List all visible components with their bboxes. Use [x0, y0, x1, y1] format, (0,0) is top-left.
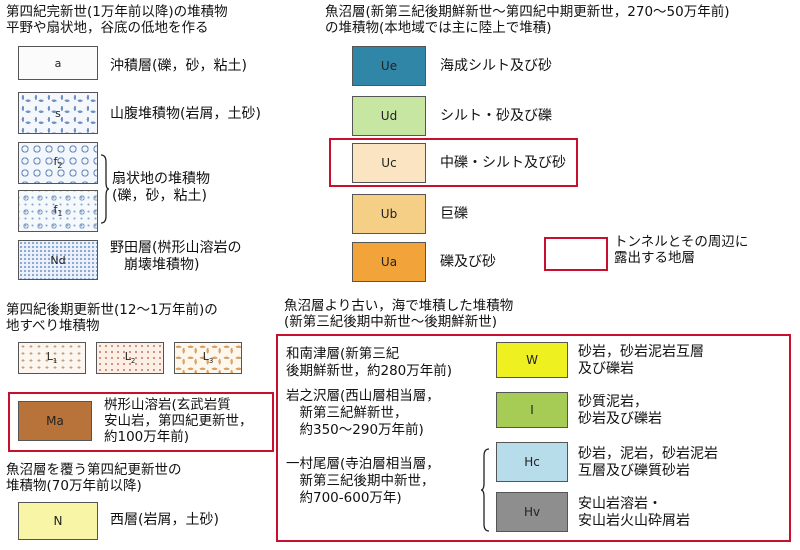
- label-nd: 野田層(桝形山溶岩の 崩壊堆積物): [110, 240, 242, 273]
- label-hc: 砂岩，泥岩，砂岩泥岩 互層及び礫質砂岩: [578, 446, 718, 479]
- marine-heading: 魚沼層より古い，海で堆積した堆積物 (新第三紀後期中新世～後期鮮新世): [284, 298, 514, 330]
- label-s: 山腹堆積物(岩屑，土砂): [110, 106, 261, 122]
- swatch-uc: Uc: [352, 143, 426, 183]
- swatch-hv: Hv: [496, 492, 568, 532]
- swatch-f2-code: f2: [53, 155, 63, 171]
- highlight-box-ma: [8, 392, 274, 452]
- fan-brace: [100, 154, 110, 224]
- swatch-i-code: I: [530, 403, 534, 417]
- label-uc: 中礫・シルト及び砂: [440, 155, 566, 171]
- label-i: 砂質泥岩， 砂岩及び礫岩: [578, 394, 662, 427]
- swatch-ua: Ua: [352, 242, 426, 282]
- swatch-hc: Hc: [496, 442, 568, 482]
- swatch-l1: L1: [18, 342, 86, 374]
- swatch-l3: L3: [174, 342, 242, 374]
- swatch-a-code: a: [54, 56, 62, 70]
- swatch-ma: Ma: [18, 401, 92, 441]
- swatch-hv-code: Hv: [523, 505, 541, 519]
- swatch-n-code: N: [53, 514, 63, 528]
- label-a: 沖積層(礫，砂，粘土): [110, 58, 247, 74]
- formation-wanantsu: 和南津層(新第三紀 後期鮮新世，約280万年前): [286, 346, 453, 379]
- swatch-ue-code: Ue: [380, 59, 398, 73]
- landslide-heading: 第四紀後期更新世(12～1万年前)の 地すべり堆積物: [6, 302, 218, 334]
- holocene-heading: 第四紀完新世(1万年前以降)の堆積物 平野や扇状地，谷底の低地を作る: [6, 4, 228, 36]
- label-ub: 巨礫: [440, 206, 468, 222]
- swatch-ub: Ub: [352, 194, 426, 234]
- swatch-f1: f1: [18, 190, 98, 232]
- formation-ichimurao: 一村尾層(寺泊層相当層， 新第三紀後期中新世， 約700-600万年): [286, 456, 440, 506]
- formation-iwanosawa: 岩之沢層(西山層相当層， 新第三紀鮮新世， 約350～290万年前): [286, 388, 440, 438]
- swatch-ud: Ud: [352, 96, 426, 136]
- swatch-w-code: W: [526, 353, 538, 367]
- swatch-hc-code: Hc: [524, 455, 540, 469]
- swatch-nd-code: Nd: [50, 253, 66, 267]
- swatch-f1-code: f1: [53, 203, 63, 219]
- swatch-ud-code: Ud: [380, 109, 398, 123]
- highlight-box-marine: [276, 334, 791, 542]
- swatch-uc-code: Uc: [381, 156, 397, 170]
- label-ud: シルト・砂及び礫: [440, 108, 552, 124]
- uonuma-heading: 魚沼層(新第三紀後期鮮新世～第四紀中期更新世，270～50万年前) の堆積物(本…: [325, 4, 730, 36]
- legend-tunnel-label: トンネルとその周辺に 露出する地層: [614, 234, 749, 266]
- swatch-ma-code: Ma: [46, 414, 64, 428]
- swatch-f2: f2: [18, 142, 98, 184]
- label-ma: 桝形山溶岩(玄武岩質 安山岩，第四紀更新世， 約100万年前): [104, 397, 253, 445]
- highlight-box-uc: [329, 138, 578, 187]
- label-n: 西層(岩屑，土砂): [110, 512, 219, 528]
- swatch-a: a: [18, 46, 98, 80]
- swatch-ub-code: Ub: [380, 207, 398, 221]
- cover-heading: 魚沼層を覆う第四紀更新世の 堆積物(70万年前以降): [6, 462, 182, 494]
- swatch-s: s: [18, 92, 98, 134]
- swatch-i: I: [496, 392, 568, 428]
- swatch-s-code: s: [55, 106, 61, 120]
- label-hv: 安山岩溶岩・ 安山岩火山砕屑岩: [578, 496, 690, 529]
- swatch-l2: L2: [96, 342, 164, 374]
- ichimurao-brace: [480, 448, 490, 532]
- swatch-w: W: [496, 342, 568, 378]
- label-ue: 海成シルト及び砂: [440, 58, 552, 74]
- label-w: 砂岩，砂岩泥岩互層 及び礫岩: [578, 344, 704, 377]
- label-fan: 扇状地の堆積物 (礫，砂，粘土): [112, 171, 210, 204]
- swatch-ue: Ue: [352, 46, 426, 86]
- swatch-ua-code: Ua: [380, 255, 398, 269]
- legend-red-box: [544, 237, 608, 271]
- swatch-n: N: [18, 502, 98, 540]
- label-ua: 礫及び砂: [440, 254, 496, 270]
- swatch-nd: Nd: [18, 240, 98, 280]
